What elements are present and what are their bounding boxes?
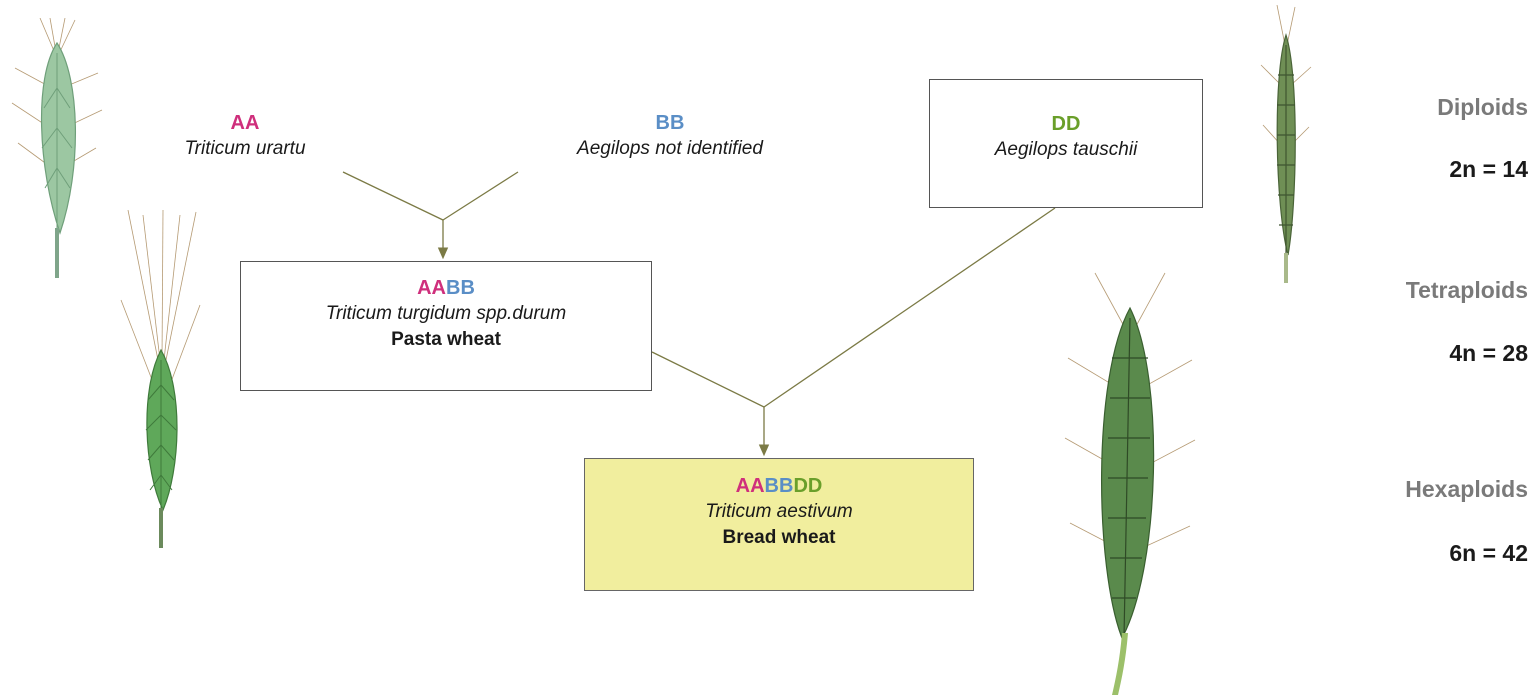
node-tauschii: DD Aegilops tauschii xyxy=(929,79,1203,208)
ploidy-label-hexaploids: Hexaploids xyxy=(1405,476,1528,503)
species-durum: Triticum turgidum spp.durum xyxy=(241,301,651,327)
wheat-ear-diploid-left xyxy=(10,18,105,280)
genome-aa-label: AA xyxy=(130,110,360,136)
connector-aegilops-b xyxy=(443,172,518,220)
connector-tauschii xyxy=(764,208,1055,407)
ploidy-count-tetraploids: 4n = 28 xyxy=(1449,340,1528,367)
connector-urartu xyxy=(343,172,443,220)
wheat-ear-hexaploid-right xyxy=(1060,268,1200,695)
ploidy-label-tetraploids: Tetraploids xyxy=(1406,277,1528,304)
genome-bb-label: BB xyxy=(520,110,820,136)
species-aegilops-b: Aegilops not identified xyxy=(520,136,820,162)
node-urartu: AA Triticum urartu xyxy=(130,110,360,162)
node-tetraploid: AABB Triticum turgidum spp.durum Pasta w… xyxy=(240,261,652,391)
ploidy-count-diploids: 2n = 14 xyxy=(1449,156,1528,183)
wheat-ear-tetraploid-left xyxy=(118,210,203,550)
common-name-pasta-wheat: Pasta wheat xyxy=(241,327,651,353)
species-aestivum: Triticum aestivum xyxy=(585,499,973,525)
ploidy-count-hexaploids: 6n = 42 xyxy=(1449,540,1528,567)
genome-dd-label: DD xyxy=(930,111,1202,137)
node-aegilops-b: BB Aegilops not identified xyxy=(520,110,820,162)
wheat-ear-diploid-right xyxy=(1255,5,1317,283)
genome-aabbdd-label: AABBDD xyxy=(585,473,973,499)
genome-aabb-label: AABB xyxy=(241,275,651,301)
common-name-bread-wheat: Bread wheat xyxy=(585,525,973,551)
connector-tetraploid xyxy=(652,352,764,407)
species-urartu: Triticum urartu xyxy=(130,136,360,162)
node-hexaploid: AABBDD Triticum aestivum Bread wheat xyxy=(584,458,974,591)
ploidy-label-diploids: Diploids xyxy=(1437,94,1528,121)
species-tauschii: Aegilops tauschii xyxy=(930,137,1202,163)
